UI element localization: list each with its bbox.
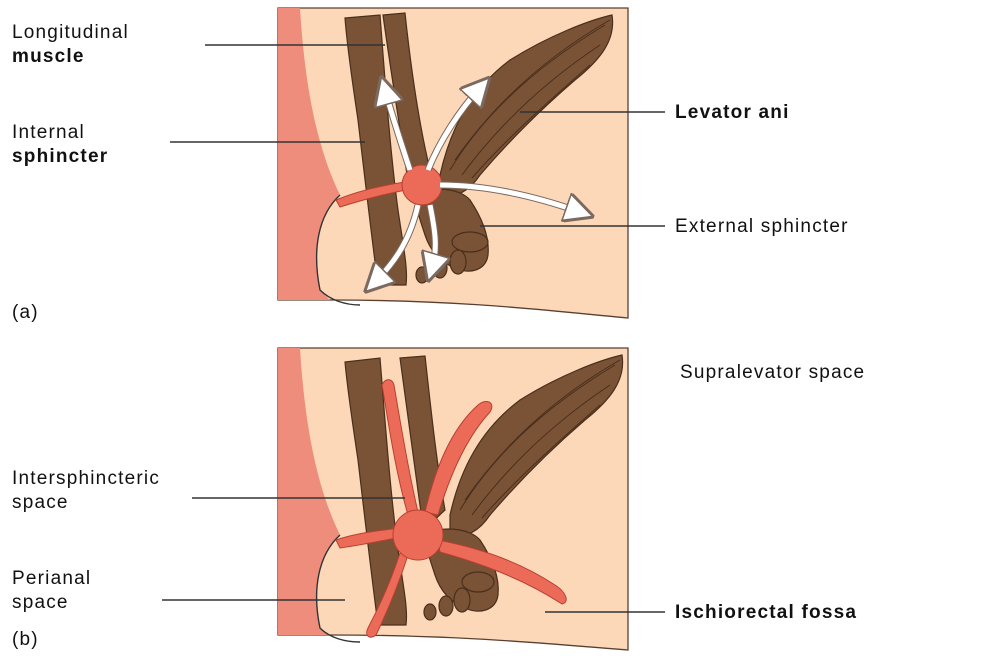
label-levator-ani: Levator ani	[675, 102, 790, 123]
panel-b	[278, 348, 628, 650]
panel-a-external-sphincter-lobe	[452, 232, 488, 252]
label-longitudinal-muscle-line2: muscle	[12, 46, 85, 67]
panel-b-external-sphincter-lobe	[439, 596, 453, 616]
label-external-sphincter: External sphincter	[675, 216, 849, 237]
label-longitudinal-muscle-line1: Longitudinal	[12, 22, 129, 43]
label-intersphincteric-space-line1: Intersphincteric	[12, 468, 160, 489]
label-perianal-space-line1: Perianal	[12, 568, 91, 589]
panel-a-external-sphincter-lobe	[450, 250, 466, 274]
panel-b-external-sphincter-lobe	[462, 572, 494, 592]
label-ischiorectal-fossa: Ischiorectal fossa	[675, 602, 857, 623]
label-internal-sphincter-line2: sphincter	[12, 146, 108, 167]
label-supralevator-space: Supralevator space	[680, 362, 865, 383]
panel-a	[278, 8, 628, 318]
label-perianal-space-line2: space	[12, 592, 69, 613]
panel-b-caption: (b)	[12, 629, 39, 650]
panel-b-external-sphincter-lobe	[454, 588, 470, 612]
label-intersphincteric-space-line2: space	[12, 492, 69, 513]
panel-a-external-sphincter-lobe	[416, 267, 428, 283]
panel-b-external-sphincter-lobe	[424, 604, 436, 620]
panel-a-caption: (a)	[12, 302, 39, 323]
panel-b-abscess	[393, 510, 443, 560]
panel-a-abscess	[402, 165, 442, 205]
label-internal-sphincter-line1: Internal	[12, 122, 85, 143]
